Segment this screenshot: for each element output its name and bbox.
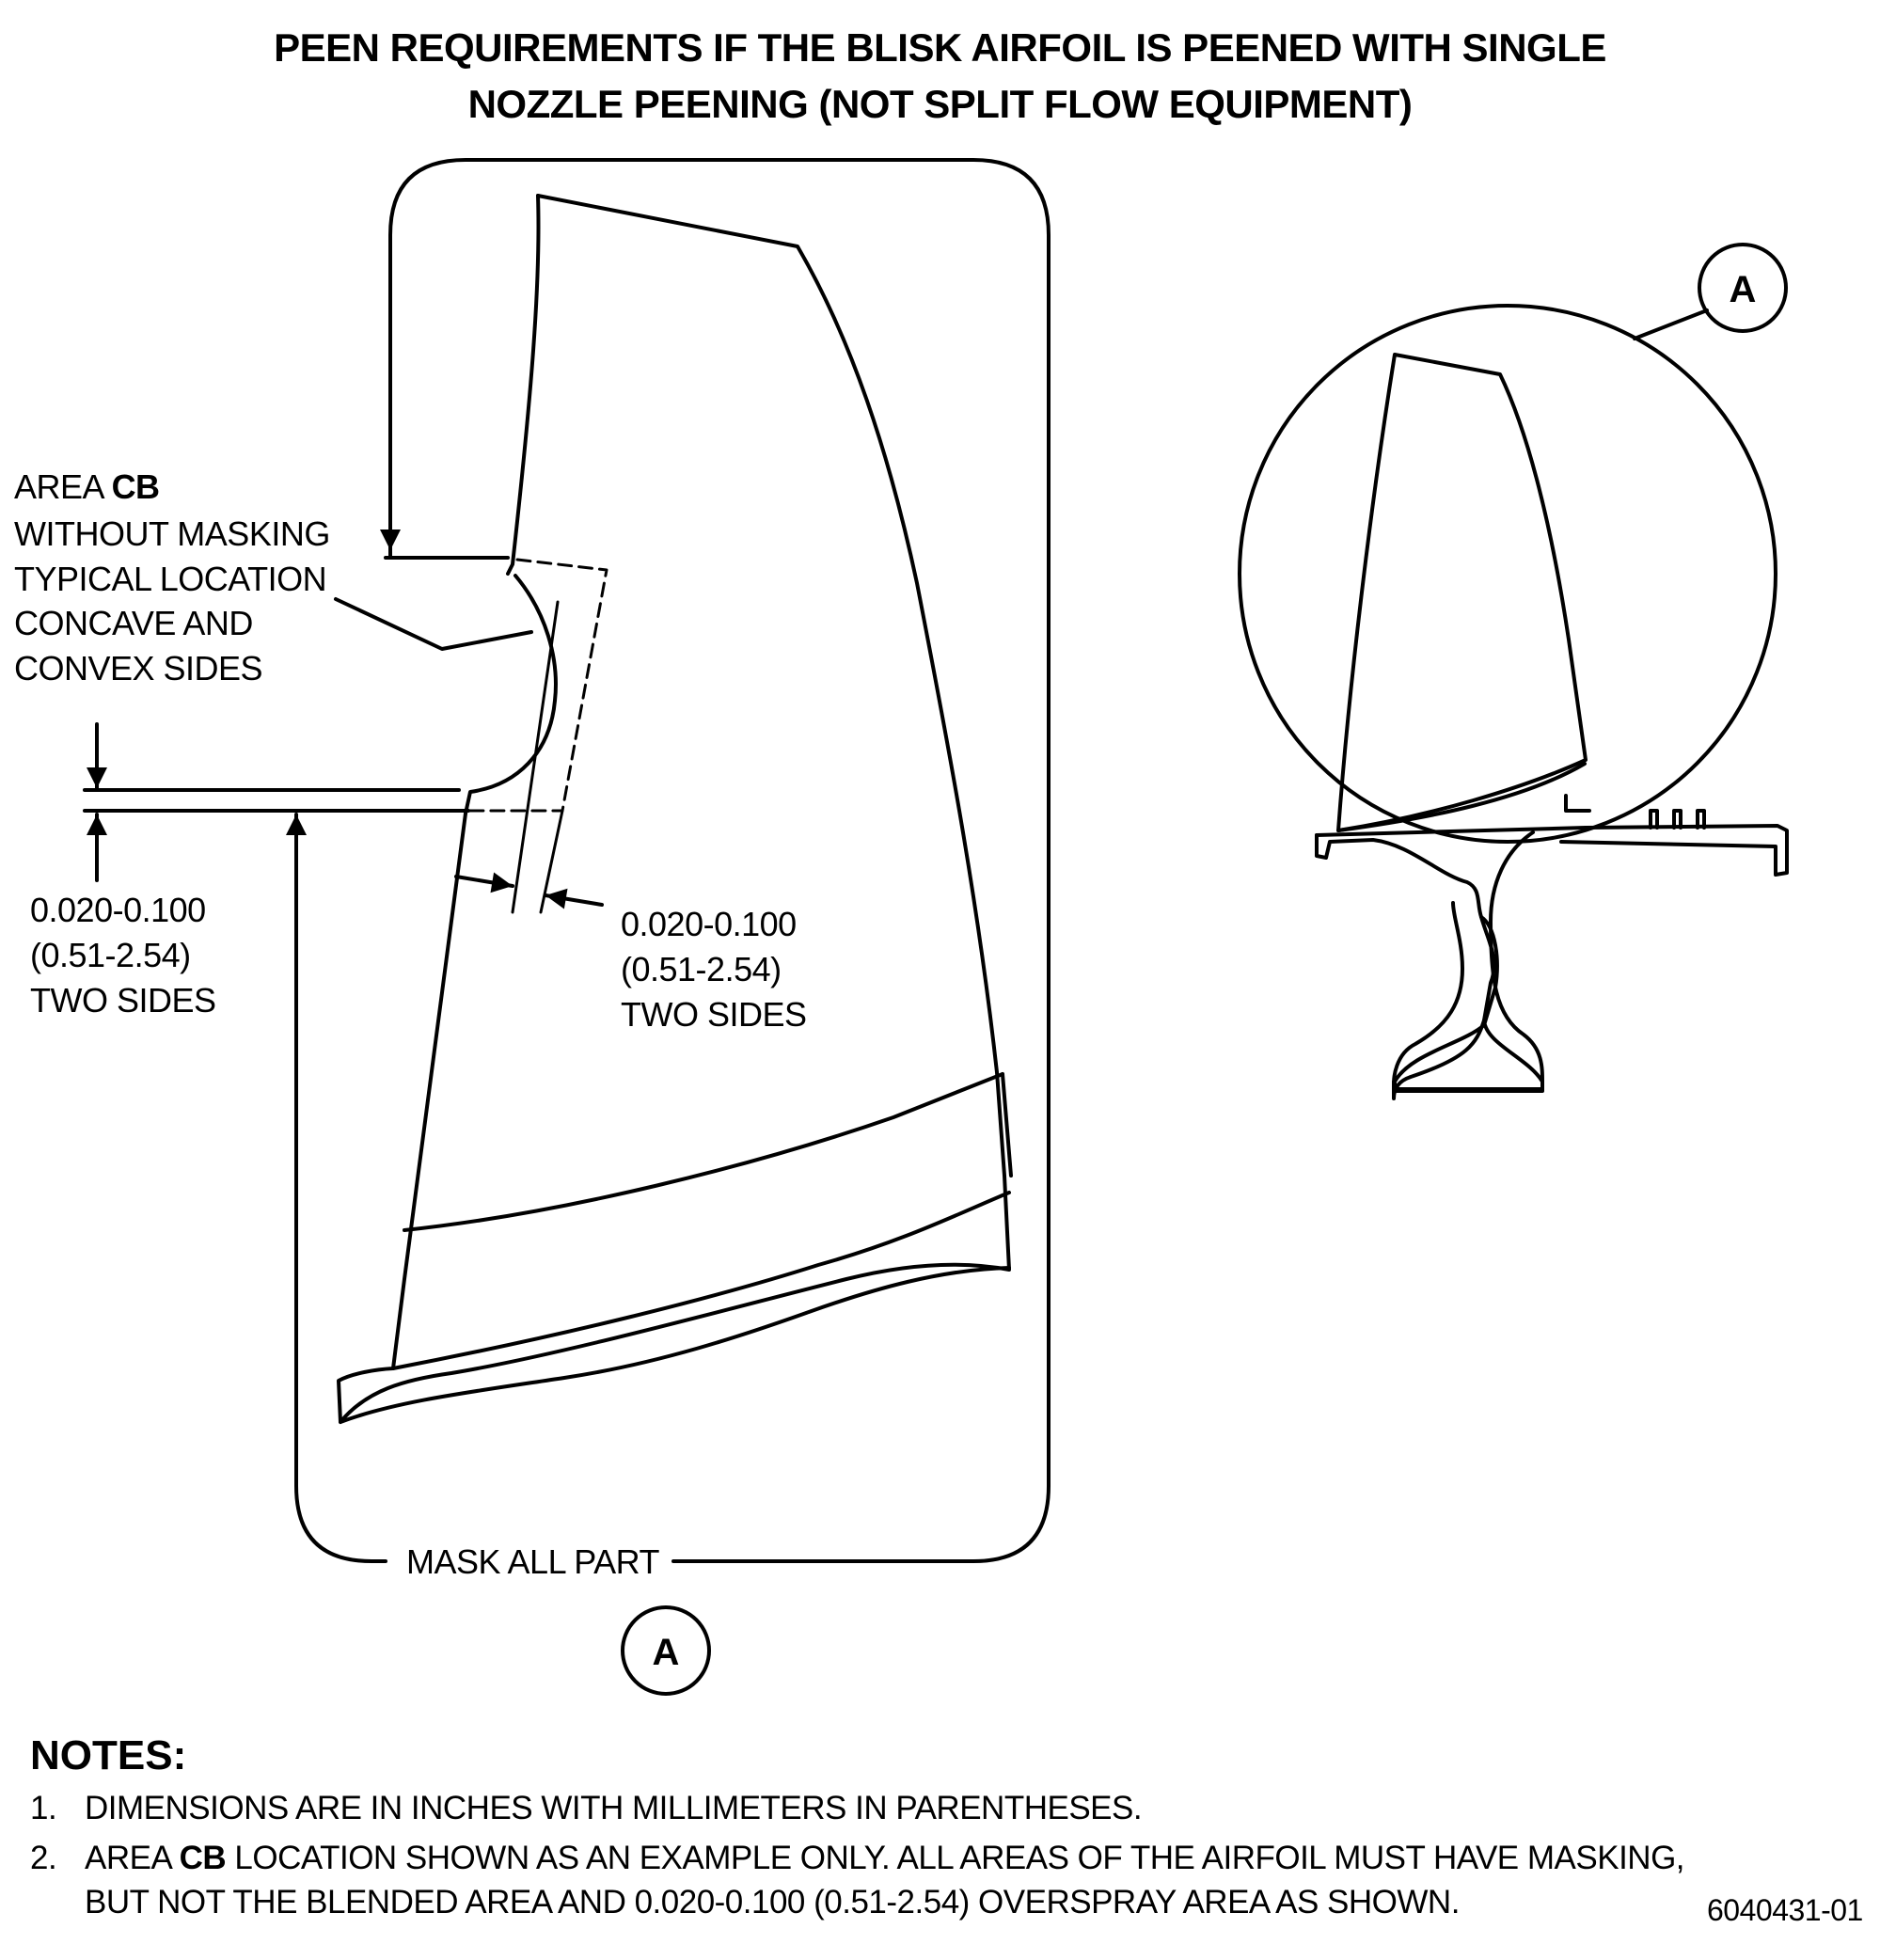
area-label-line-2: WITHOUT MASKING [14,514,330,553]
detail-airfoil [1336,353,1588,832]
disk-rim-left [1315,833,1496,1100]
detail-airfoil-foot [1564,794,1591,813]
dim-left-mm: (0.51-2.54) [30,936,191,974]
detail-leader [1633,308,1709,340]
figure-id: 6040431-01 [1707,1893,1863,1927]
view-label-circle [621,1605,711,1696]
detail-airfoil-base [1336,762,1587,832]
dim-left-note: TWO SIDES [30,981,216,1020]
airfoil-leading-edge [506,194,541,576]
note-2-number: 2. [30,1840,57,1876]
platform-line-2 [1001,1072,1013,1178]
disk-teeth [1649,809,1706,830]
overspray-boundary [466,558,608,813]
notes-heading: NOTES: [30,1732,187,1778]
title-line-2: NOZZLE PEENING (NOT SPLIT FLOW EQUIPMENT… [467,82,1413,126]
area-label-line-4: CONCAVE AND [14,604,253,642]
airfoil-outline [337,194,1011,1424]
note-1-text: DIMENSIONS ARE IN INCHES WITH MILLIMETER… [85,1790,1143,1826]
note-2-rest: LOCATION SHOWN AS AN EXAMPLE ONLY. ALL A… [226,1840,1685,1876]
detail-callout-letter: A [1729,269,1757,310]
view-label-letter: A [652,1632,680,1673]
area-label-line-3: TYPICAL LOCATION [14,560,327,598]
blend-notch [464,574,558,815]
area-label-line-1: AREA CB [14,470,160,504]
dim-left-inches: 0.020-0.100 [30,891,206,929]
mask-boundary [388,158,1051,1563]
platform-line-3 [391,1191,1011,1370]
platform-line-1 [403,1072,1004,1232]
title-line-1: PEEN REQUIREMENTS IF THE BLISK AIRFOIL I… [274,25,1606,70]
area-label-prefix: AREA [14,467,112,506]
dim-arrow-left [454,872,514,893]
platform-line-4 [339,1266,1011,1424]
overspray-ext-1 [511,600,560,914]
area-leader [334,597,533,651]
disk-rim [1315,824,1789,877]
note-2-line-2: BUT NOT THE BLENDED AREA AND 0.020-0.100… [85,1884,1460,1920]
note-2-line-1: AREA CB LOCATION SHOWN AS AN EXAMPLE ONL… [85,1840,1685,1876]
mask-boundary-left [294,830,387,1563]
dim-right-inches: 0.020-0.100 [621,905,797,943]
detail-circle [1238,304,1777,844]
area-label-code: CB [111,467,161,506]
note-2-prefix: AREA [85,1840,180,1876]
dim-right-note: TWO SIDES [621,995,807,1034]
disk-web-right [1392,901,1544,1093]
note-1-number: 1. [30,1790,57,1826]
dim-right-mm: (0.51-2.54) [621,950,782,988]
disk-web [1393,915,1544,1091]
note-2-code: CB [179,1840,227,1876]
area-label-line-5: CONVEX SIDES [14,649,263,688]
dim-arrow-right [544,888,604,909]
mask-all-part-label: MASK ALL PART [406,1542,659,1581]
detail-callout-circle [1698,243,1788,333]
disk-web-right-2 [1489,830,1544,1083]
